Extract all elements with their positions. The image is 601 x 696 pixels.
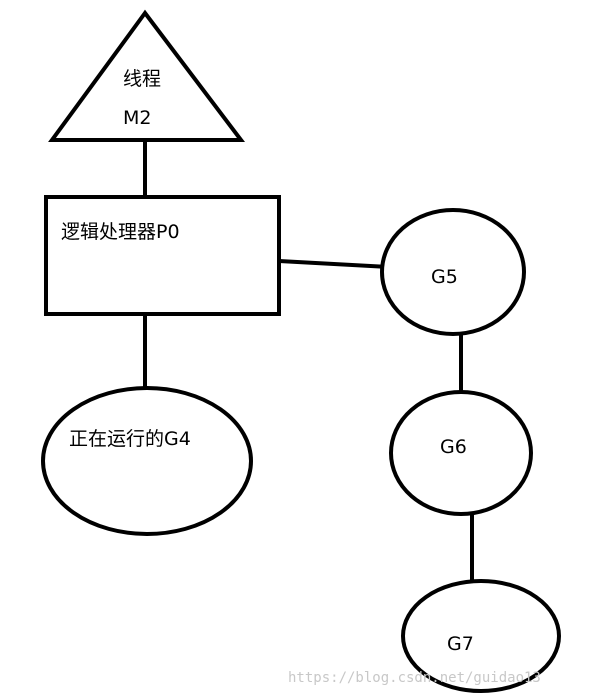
thread-label-line1: 线程 (123, 68, 161, 90)
g5-ellipse (380, 208, 526, 336)
processor-label: 逻辑处理器P0 (61, 221, 180, 243)
processor-node: 逻辑处理器P0 (44, 195, 281, 316)
watermark-text: https://blog.csdn.net/guidao13 (288, 670, 541, 686)
queue-goroutine-g7: G7 (401, 579, 561, 693)
g6-label: G6 (440, 436, 467, 458)
running-goroutine-ellipse (41, 386, 253, 536)
g5-label: G5 (431, 266, 458, 288)
processor-box (44, 195, 281, 316)
thread-node: 线程 M2 (48, 9, 246, 142)
thread-label-line2: M2 (123, 107, 151, 129)
g7-label: G7 (447, 633, 474, 655)
thread-triangle (48, 9, 246, 142)
connector-processor-g5 (278, 259, 389, 269)
queue-goroutine-g6: G6 (389, 390, 533, 516)
g6-ellipse (389, 390, 533, 516)
g7-ellipse (401, 579, 561, 693)
running-goroutine-label: 正在运行的G4 (69, 428, 191, 450)
queue-goroutine-g5: G5 (380, 208, 526, 336)
running-goroutine-node: 正在运行的G4 (41, 386, 253, 536)
